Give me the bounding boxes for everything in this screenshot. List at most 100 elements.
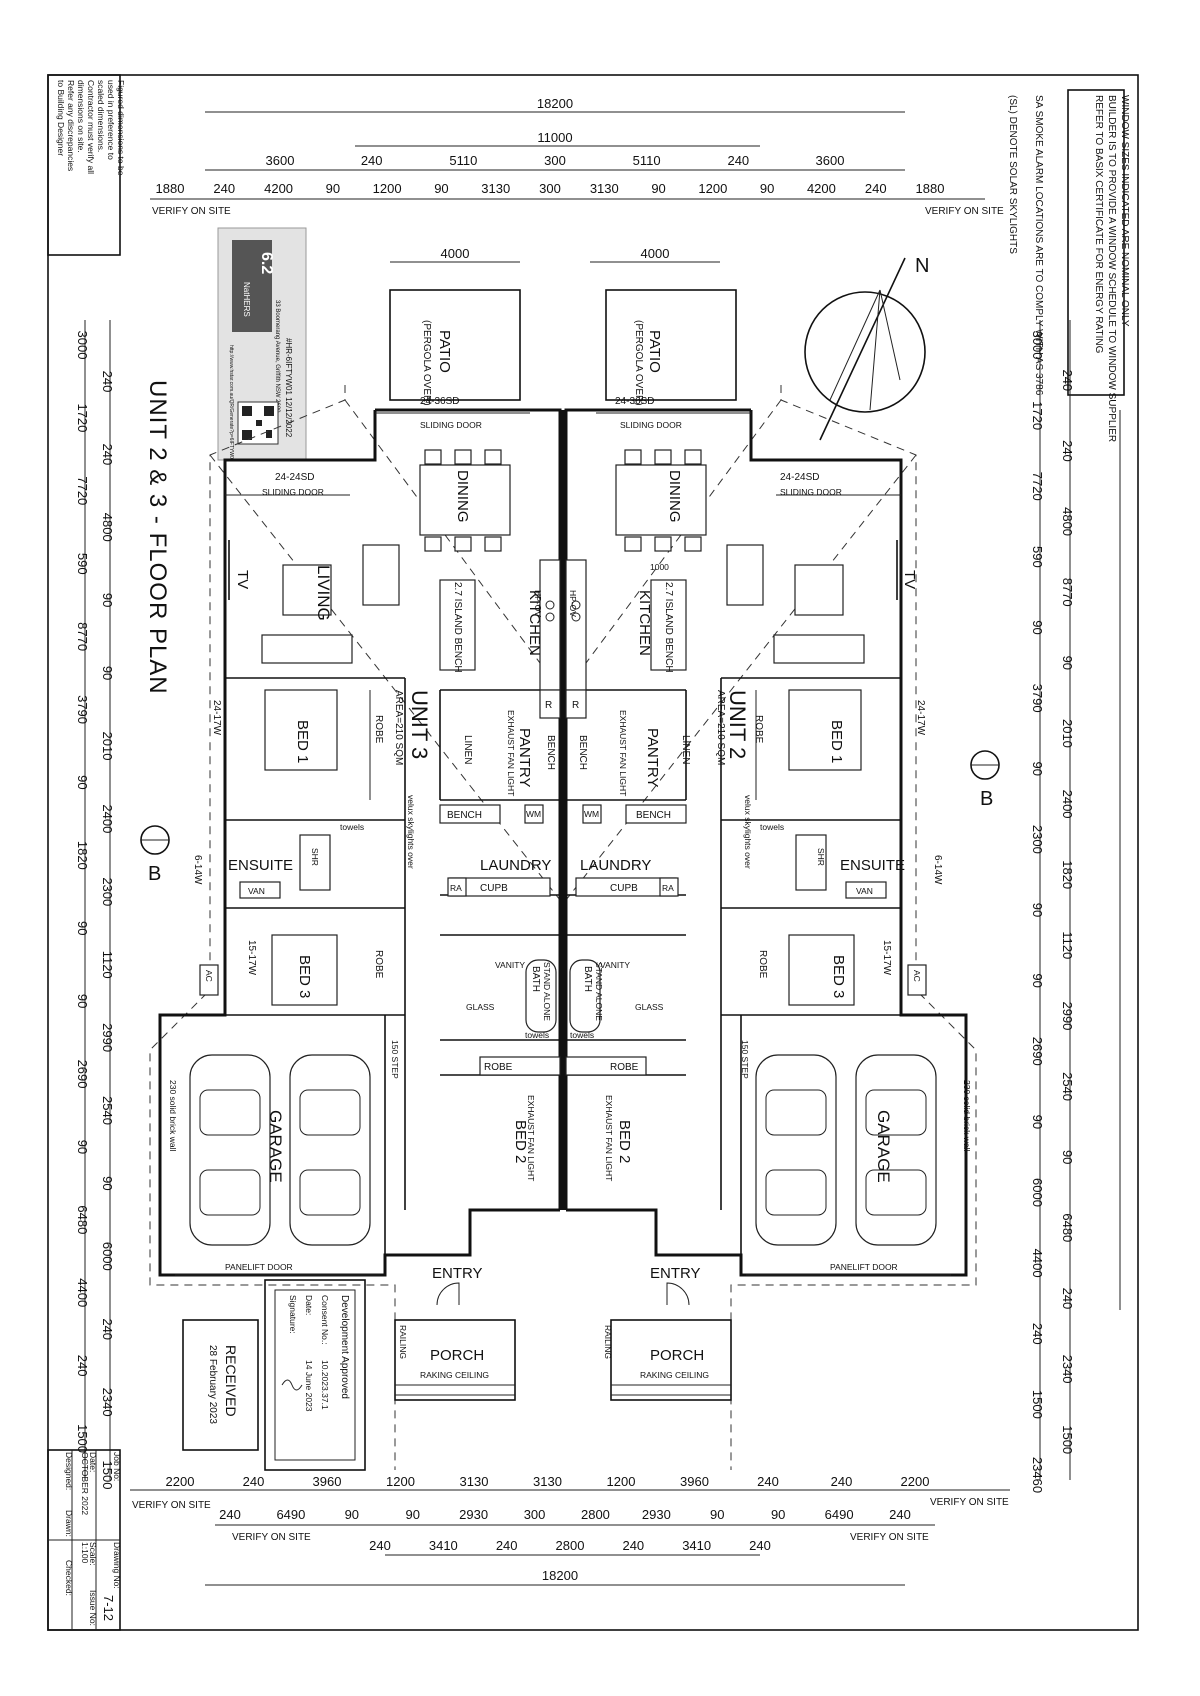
dim-right-29: 2340 <box>1060 1355 1075 1384</box>
dim-right-31: 1500 <box>1060 1425 1075 1454</box>
dim-right-2: 1720 <box>1030 401 1045 430</box>
label-cupb: CUPB <box>480 883 508 894</box>
label-ra: RA <box>450 883 462 893</box>
room-bed2-label: BED 2 <box>512 1120 529 1163</box>
dim-right-21: 2540 <box>1060 1072 1075 1101</box>
room-bed3-label: BED 3 <box>296 955 313 998</box>
room-laundry-label: LAUNDRY <box>480 857 551 874</box>
dim-top-row2-1: 240 <box>361 153 383 168</box>
dim-bottom-row3-6: 240 <box>749 1538 771 1553</box>
verify-bottom-left: VERIFY ON SITE <box>132 1500 211 1511</box>
tb-date-value: OCTOBER 2022 <box>80 1452 90 1515</box>
dim-left-17: 1120 <box>100 951 115 979</box>
dim-left-10: 3790 <box>75 695 90 724</box>
label-stand-alone: STAND ALONE <box>542 962 552 1021</box>
room-living-label: LIVING <box>314 565 333 621</box>
dim-top-row3-7: 300 <box>539 181 561 196</box>
dining-table <box>419 464 511 536</box>
window-ensuite-r: 6-14W <box>932 855 943 885</box>
room-bed2-label-r: BED 2 <box>616 1120 633 1163</box>
dim-bottom-row3-0: 240 <box>369 1538 391 1553</box>
dim-right-25: 6480 <box>1060 1213 1075 1242</box>
nathers-cert: #HR-6IFTYW01 12/12/2022 <box>284 338 293 438</box>
label-ra-r: RA <box>662 883 674 893</box>
tb-scale-value: 1:100 <box>80 1542 90 1564</box>
top-dimensions: 18200 11000 VERIFY ON SITE VERIFY ON SIT… <box>150 96 1004 263</box>
room-bath-label: BATH <box>530 966 541 992</box>
dim-left-19: 2990 <box>100 1023 115 1052</box>
label-tv-r: TV <box>901 570 918 589</box>
approved-title: Development Approved <box>339 1295 350 1399</box>
dim-top-row2-6: 3600 <box>816 153 845 168</box>
dim-left-3: 240 <box>100 444 115 466</box>
side-dimensions <box>84 320 1121 1480</box>
label-linen: LINEN <box>462 735 473 764</box>
tb-checked-label: Checked: <box>64 1560 74 1596</box>
disclaimer-line5: dimensions on site. <box>76 80 86 153</box>
disclaimer-line3: scaled dimensions. <box>96 80 106 152</box>
dim-top-row3-8: 3130 <box>590 181 619 196</box>
room-dining-label: DINING <box>454 470 471 523</box>
room-garage-label: GARAGE <box>266 1110 285 1183</box>
label-raking-r: RAKING CEILING <box>640 1370 709 1380</box>
dim-left-30: 1500 <box>75 1424 90 1453</box>
dim-left-8: 8770 <box>75 622 90 651</box>
dim-top-row3-6: 3130 <box>481 181 510 196</box>
label-sliding-door-living: SLIDING DOOR <box>262 487 324 497</box>
room-porch-label-r: PORCH <box>650 1347 704 1364</box>
dim-top-inner: 11000 <box>537 130 572 145</box>
dim-top-row3-3: 90 <box>326 181 340 196</box>
dim-bottom-row2-4: 2930 <box>459 1507 488 1522</box>
dim-left-14: 1820 <box>75 841 90 870</box>
label-linen-r: LINEN <box>680 735 691 764</box>
dim-bottom-row2-0: 240 <box>219 1507 241 1522</box>
dim-right-26: 4400 <box>1030 1249 1045 1278</box>
dim-left-25: 6000 <box>100 1242 115 1271</box>
dim-top-row3-4: 1200 <box>373 181 402 196</box>
tb-designed-label: Designed: <box>64 1452 74 1490</box>
dim-top-row3-13: 240 <box>865 181 887 196</box>
received-title: RECEIVED <box>223 1345 239 1417</box>
dim-left-26: 4400 <box>75 1278 90 1307</box>
dim-right-1: 240 <box>1060 369 1075 391</box>
north-label: N <box>915 255 929 277</box>
dim-top-row3-9: 90 <box>651 181 665 196</box>
label-sliding-door-living-r: SLIDING DOOR <box>780 487 842 497</box>
dim-left-0: 3000 <box>75 331 90 360</box>
dim-right-11: 2010 <box>1060 719 1075 748</box>
label-vanity-r: VANITY <box>600 960 630 970</box>
note-sa: SA SMOKE ALARM LOCATIONS ARE TO COMPLY W… <box>1033 95 1044 396</box>
dim-left-23: 90 <box>100 1176 115 1190</box>
nathers-addr: 33 Boomerang Avenue, Griffith NSW 2680 <box>274 300 280 413</box>
dim-left-5: 4800 <box>100 513 115 542</box>
dim-left-2: 1720 <box>75 403 90 432</box>
section-mark-left: B <box>148 863 161 885</box>
note-line3: REFER TO BASIX CERTIFICATE FOR ENERGY RA… <box>1093 95 1104 354</box>
room-bath-label-r: BATH <box>582 966 593 992</box>
label-towels-bath: towels <box>525 1030 549 1040</box>
room-kitchen-label-r: KITCHEN <box>636 590 653 656</box>
label-robe-bed3-r: ROBE <box>757 950 768 979</box>
dim-bottom-row3-1: 3410 <box>429 1538 458 1553</box>
label-ac-r: AC <box>912 970 922 982</box>
room-ensuite-label-r: ENSUITE <box>840 857 905 874</box>
dim-right-32: 23460 <box>1030 1457 1045 1493</box>
tb-sheet: 7-12 <box>101 1595 116 1621</box>
label-island-bench: 2.7 ISLAND BENCH <box>452 582 463 673</box>
label-panelift-r: PANELIFT DOOR <box>830 1262 898 1272</box>
dim-bottom-row2-11: 240 <box>889 1507 911 1522</box>
room-ensuite-label: ENSUITE <box>228 857 293 874</box>
nathers-url: http://www.hstar.com.au/QR/Generate?p=6I… <box>228 345 234 462</box>
note-line1: WINDOW SIZES INDICATED ARE NOMINAL ONLY <box>1119 95 1130 327</box>
label-sliding-door-r: SLIDING DOOR <box>620 420 682 430</box>
label-velux-left: velux skylights over <box>406 795 416 869</box>
dim-left-7: 90 <box>100 593 115 607</box>
dim-top-row3-14: 1880 <box>916 181 945 196</box>
disclaimer-line4: Contractor must verify all <box>86 80 96 174</box>
room-bed3-label-r: BED 3 <box>830 955 847 998</box>
approved-stamp: Development Approved Consent No.: 10.202… <box>264 1279 366 1471</box>
dim-right-4: 7720 <box>1030 472 1045 501</box>
label-fridge: R <box>545 700 552 711</box>
dim-patio-right: 4000 <box>641 246 670 261</box>
